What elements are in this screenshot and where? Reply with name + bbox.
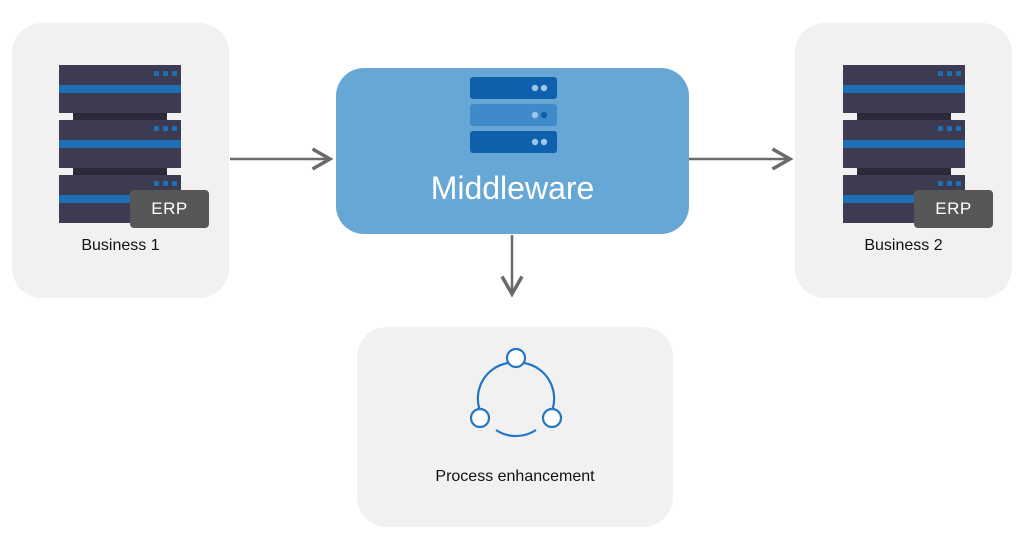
business-1-card: ERP Business 1 — [12, 23, 229, 298]
business-2-label: Business 2 — [864, 237, 943, 254]
process-enhancement-card: Process enhancement — [357, 327, 673, 527]
server-stack-icon — [470, 77, 557, 153]
cycle-icon — [469, 347, 563, 438]
middleware-box: Middleware — [336, 68, 689, 234]
erp-badge: ERP — [130, 190, 209, 228]
erp-badge: ERP — [914, 190, 993, 228]
business-1-label: Business 1 — [81, 237, 160, 254]
process-enhancement-label: Process enhancement — [435, 468, 595, 485]
middleware-label: Middleware — [430, 170, 595, 206]
business-2-card: ERP Business 2 — [795, 23, 1012, 298]
